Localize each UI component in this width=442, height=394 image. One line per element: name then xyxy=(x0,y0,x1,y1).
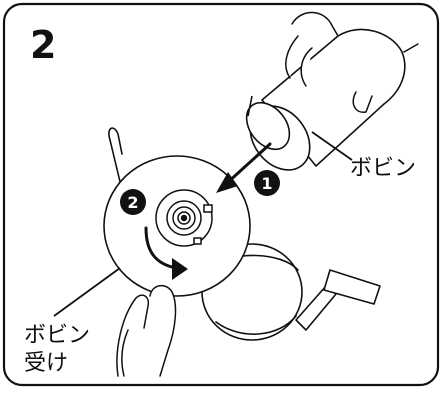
curved-arrow-icon xyxy=(144,226,188,280)
hand-icon xyxy=(285,11,419,113)
bobbin-holder-label-line1: ボビン xyxy=(24,323,90,348)
bobbin-holder-hub xyxy=(155,189,213,247)
step-number: 2 xyxy=(30,23,56,67)
step-marker-2: 2 xyxy=(120,189,146,215)
svg-text:2: 2 xyxy=(127,193,138,212)
bobbin-holder-label-line2: 受け xyxy=(24,351,68,376)
bobbin-holder-leader-line xyxy=(53,267,121,317)
hand-icon xyxy=(116,284,177,377)
step-marker-1: 1 xyxy=(254,170,280,196)
arrow-icon xyxy=(216,142,272,193)
bobbin-icon xyxy=(245,28,406,171)
bobbin-leader-line xyxy=(311,131,353,161)
svg-text:1: 1 xyxy=(261,174,272,193)
bobbin-label: ボビン xyxy=(350,156,416,181)
